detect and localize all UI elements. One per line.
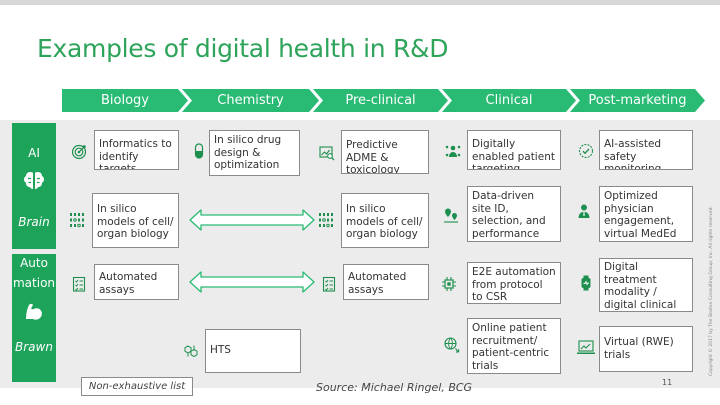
laptop-chart-icon bbox=[577, 340, 595, 354]
page-title: Examples of digital health in R&D bbox=[37, 34, 449, 63]
box-preclinical-brain: In silico models of cell/ organ biology bbox=[341, 193, 429, 248]
globe-recruit-icon bbox=[444, 337, 460, 353]
box-clinical-brain: Data-driven site ID, selection, and perf… bbox=[467, 186, 561, 242]
label-brain: Brain bbox=[18, 215, 50, 229]
flexed-arm-icon bbox=[26, 303, 42, 320]
box-postmarketing-ai: AI-assisted safety monitoring bbox=[599, 130, 693, 170]
stage-chevron-clinical: Clinical bbox=[442, 89, 576, 112]
chart-magnifier-icon bbox=[319, 146, 335, 161]
binary-data-icon bbox=[70, 213, 84, 228]
location-pins-icon bbox=[444, 208, 458, 223]
double-arrow-brain bbox=[189, 209, 315, 231]
box-preclinical-ai: Predictive ADME & toxicology bbox=[341, 130, 429, 174]
stage-chevron-biology: Biology bbox=[62, 89, 188, 112]
molecule-icon bbox=[184, 345, 198, 358]
box-chemistry-brawn: HTS bbox=[205, 329, 301, 373]
physician-icon bbox=[578, 204, 590, 218]
label-ai: AI bbox=[28, 146, 40, 160]
double-arrow-automation bbox=[189, 271, 315, 293]
box-postmarketing-automation: Digital treatment modality / digital cli… bbox=[599, 258, 693, 312]
pill-icon bbox=[194, 143, 204, 159]
chip-icon bbox=[442, 277, 456, 291]
smartwatch-icon bbox=[581, 275, 591, 291]
box-clinical-ai: Digitally enabled patient targeting bbox=[467, 130, 561, 170]
top-rule bbox=[0, 0, 720, 5]
box-preclinical-automation: Automated assays bbox=[343, 264, 429, 300]
stage-chevron-chemistry: Chemistry bbox=[182, 89, 319, 112]
checklist-icon bbox=[72, 276, 86, 292]
box-clinical-brawn: Online patient recruitment/ patient-cent… bbox=[467, 318, 561, 374]
stage-chevron-preclinical: Pre-clinical bbox=[313, 89, 448, 112]
copyright-note: Copyright © 2017 by The Boston Consultin… bbox=[709, 206, 714, 376]
stage-chevron-postmarketing: Post-marketing bbox=[570, 89, 705, 112]
nonexhaustive-note: Non-exhaustive list bbox=[81, 377, 193, 396]
patient-target-icon bbox=[445, 145, 461, 157]
target-icon bbox=[71, 144, 87, 160]
box-biology-brain: In silico models of cell/ organ biology bbox=[92, 193, 179, 248]
brain-icon bbox=[24, 172, 44, 189]
page-number: 11 bbox=[662, 378, 673, 387]
label-brawn: Brawn bbox=[15, 340, 53, 354]
sidebar-automation-brawn: Auto mation Brawn bbox=[12, 254, 56, 382]
checklist-icon bbox=[322, 276, 336, 292]
box-clinical-automation: E2E automation from protocol to CSR bbox=[467, 262, 561, 304]
safety-shield-icon bbox=[578, 143, 594, 159]
box-chemistry-ai: In silico drug design & optimization bbox=[209, 130, 300, 176]
label-auto: Auto bbox=[20, 256, 48, 270]
box-biology-ai: Informatics to identify targets bbox=[94, 130, 179, 170]
box-postmarketing-brain: Optimized physician engagement, virtual … bbox=[599, 186, 693, 242]
binary-data-icon bbox=[319, 213, 333, 228]
source-note: Source: Michael Ringel, BCG bbox=[316, 381, 473, 394]
sidebar-ai-brain: AI Brain bbox=[12, 123, 56, 249]
box-postmarketing-brawn: Virtual (RWE) trials bbox=[599, 326, 693, 372]
label-mation: mation bbox=[12, 276, 56, 290]
box-biology-automation: Automated assays bbox=[94, 264, 179, 300]
